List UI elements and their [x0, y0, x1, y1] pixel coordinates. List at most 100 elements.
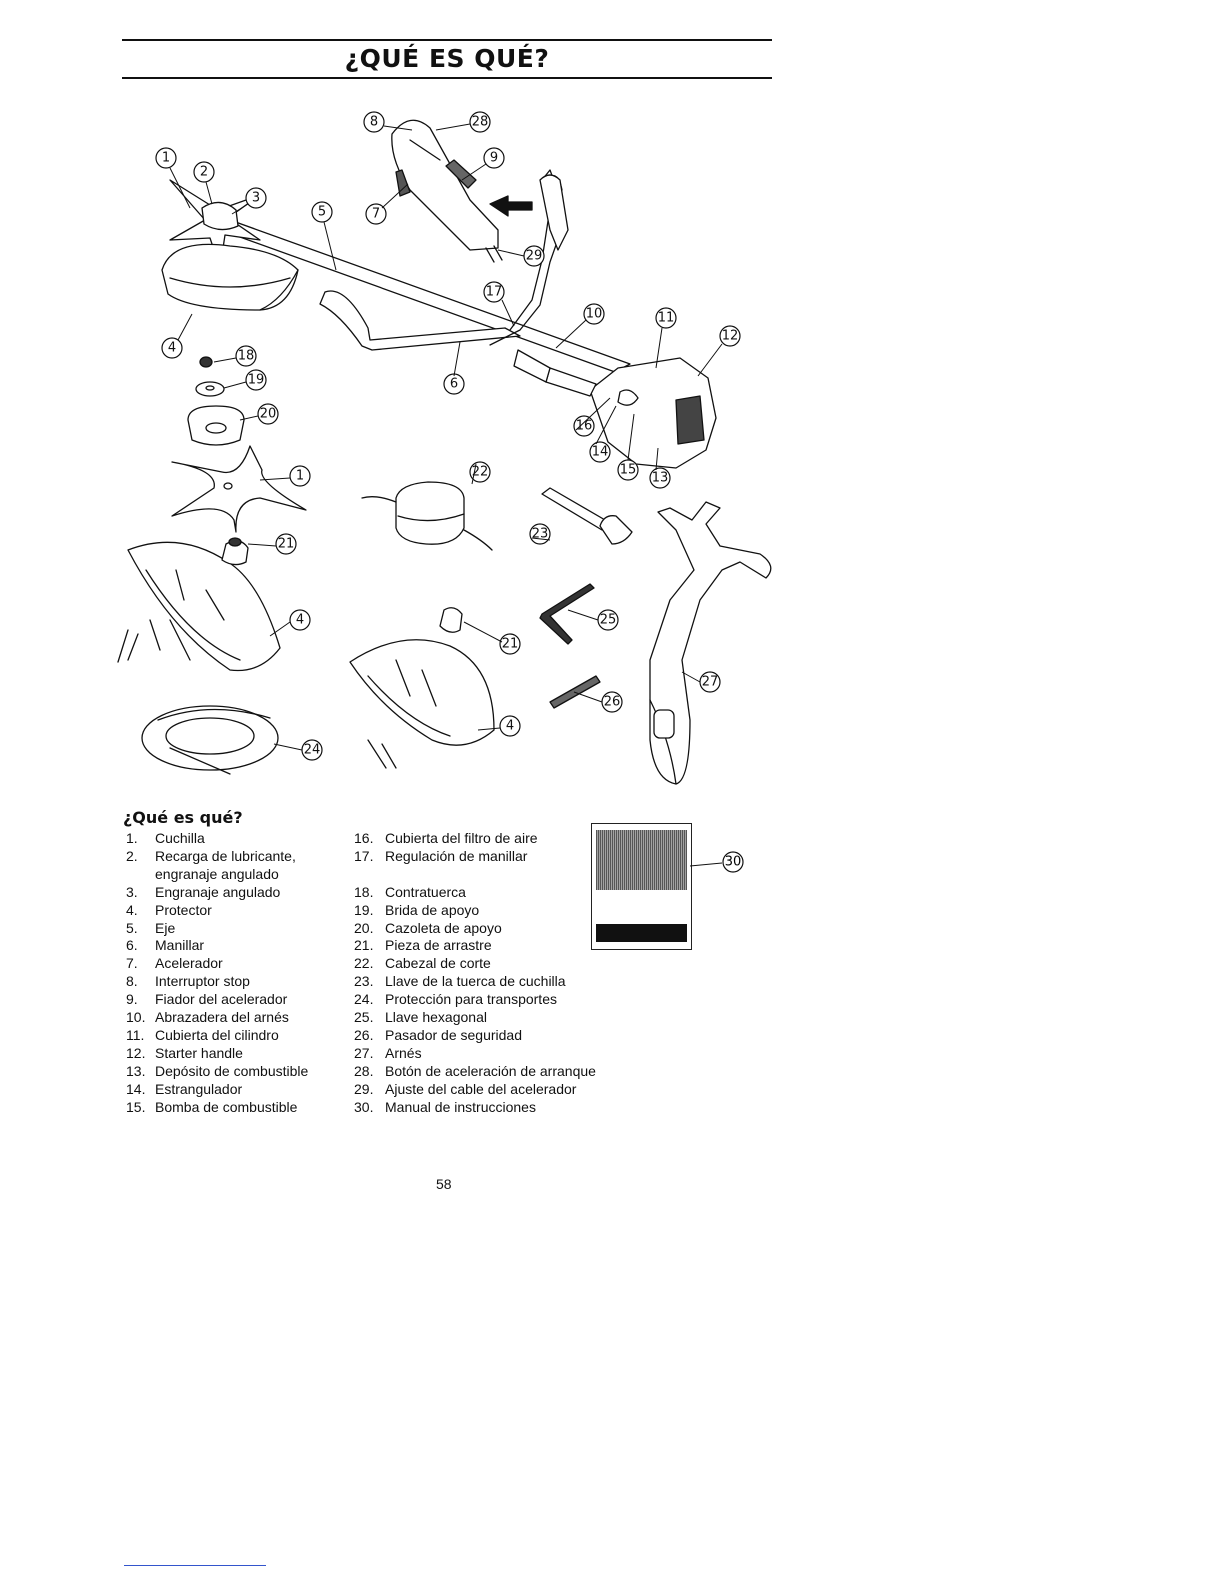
part-item: 15. Bomba de combustible — [126, 1099, 351, 1117]
part-number: 25. — [354, 1009, 374, 1026]
part-number: 18. — [354, 883, 374, 900]
part-item: 20.Cazoleta de apoyo — [354, 920, 654, 938]
part-item: 21. Pieza de arrastre — [354, 937, 654, 955]
callout-18: 18 — [238, 349, 255, 364]
part-number: 21. — [354, 937, 374, 954]
harness-drawing — [649, 501, 772, 785]
part-number: 15. — [126, 1098, 146, 1115]
callout-21: 21 — [278, 537, 295, 552]
part-label: Pieza de arrastre — [385, 937, 492, 954]
footer-link-line — [124, 1565, 266, 1566]
part-number: 7. — [126, 955, 138, 972]
callout-13: 13 — [652, 471, 669, 486]
part-label: Cubierta del cilindro — [155, 1026, 279, 1043]
part-item: 1.Cuchilla — [126, 830, 351, 848]
part-label: Cubierta del filtro de aire — [385, 830, 538, 846]
part-label: Estrangulador — [155, 1080, 243, 1097]
guard-large-drawing — [127, 541, 281, 672]
part-item: 14.Estrangulador — [126, 1081, 351, 1099]
part-number: 6. — [126, 937, 138, 954]
part-item: 16. Cubierta del filtro de aire — [354, 830, 654, 848]
part-number: 2. — [126, 847, 138, 864]
manual-cover-pattern — [596, 830, 687, 890]
part-number: 29. — [354, 1080, 374, 1097]
part-label: Contratuerca — [385, 883, 466, 900]
part-number: 4. — [126, 901, 138, 918]
part-label: Depósito de combustible — [155, 1062, 309, 1079]
parts-list-right: 16. Cubierta del filtro de aire 17.Regulac… — [354, 830, 654, 1116]
transport-guard-drawing — [141, 705, 279, 771]
part-label: Protector — [155, 901, 212, 918]
part-label: Bomba de combustible — [155, 1098, 298, 1115]
part-label: Acelerador — [155, 955, 223, 972]
part-item: 28.Botón de aceleración de arranque — [354, 1063, 654, 1081]
part-number: 16. — [354, 830, 374, 846]
manual-cover-bar — [596, 924, 687, 942]
part-label: Ajuste del cable del acelerador — [385, 1080, 577, 1097]
part-number: 27. — [354, 1044, 374, 1061]
callout-3: 3 — [252, 191, 260, 206]
part-item: 3.Engranaje angulado — [126, 884, 351, 902]
callout-22: 22 — [472, 465, 489, 480]
title-rule-bottom — [122, 77, 772, 79]
part-item: 29. Ajuste del cable del acelerador — [354, 1081, 654, 1099]
part-label: Eje — [155, 919, 176, 936]
callout-21b: 21 — [502, 637, 519, 652]
callout-4: 4 — [168, 341, 176, 356]
callout-2: 2 — [200, 165, 208, 180]
callout-4b: 4 — [296, 613, 304, 628]
part-label: Starter handle — [155, 1044, 243, 1061]
support-cup-drawing — [187, 405, 245, 446]
guard-drawing — [161, 243, 299, 311]
part-label: Recarga de lubricante, engranaje angulad… — [155, 847, 296, 882]
part-number: 11. — [126, 1026, 145, 1043]
callout-30-marker: 30 — [689, 851, 744, 873]
part-number: 3. — [126, 883, 138, 900]
part-label: Pasador de seguridad — [385, 1026, 522, 1043]
part-item: 13.Depósito de combustible — [126, 1063, 351, 1081]
part-item: 7. Acelerador — [126, 955, 351, 973]
parts-diagram: 1 2 3 5 8 28 9 7 29 17 10 11 12 4 6 18 1… — [117, 111, 772, 785]
part-item: 11. Cubierta del cilindro — [126, 1027, 351, 1045]
part-item: 26.Pasador de seguridad — [354, 1027, 654, 1045]
part-label: Protección para transportes — [385, 991, 557, 1008]
part-item: 6. Manillar — [126, 937, 351, 955]
handlebar-drawing — [319, 290, 521, 351]
hex-key-drawing — [539, 583, 595, 645]
callout-1: 1 — [162, 151, 170, 166]
callout-4c: 4 — [506, 719, 514, 734]
section-heading: ¿Qué es qué? — [123, 808, 243, 827]
callout-7: 7 — [372, 207, 380, 222]
part-label: Fiador del acelerador — [155, 991, 288, 1008]
callout-30: 30 — [725, 855, 742, 870]
title-rule-top — [122, 39, 772, 41]
part-item: 30.Manual de instrucciones — [354, 1099, 654, 1117]
trimmer-head-drawing — [395, 481, 465, 545]
callout-8: 8 — [370, 115, 378, 130]
part-number: 1. — [126, 830, 138, 846]
part-label: Llave hexagonal — [385, 1009, 487, 1026]
callout-24: 24 — [304, 743, 321, 758]
part-label: Cabezal de corte — [385, 955, 491, 972]
arrow-icon — [489, 195, 533, 217]
part-item: 12. Starter handle — [126, 1045, 351, 1063]
callout-5: 5 — [318, 205, 326, 220]
part-number: 19. — [354, 901, 374, 918]
callout-23: 23 — [532, 527, 549, 542]
part-label: Manillar — [155, 937, 205, 954]
part-number: 9. — [126, 991, 138, 1008]
part-number: 28. — [354, 1062, 374, 1079]
part-item: 2. Recarga de lubricante, engranaje angul… — [126, 848, 351, 884]
throttle-handle-drawing — [391, 119, 499, 251]
callout-17: 17 — [486, 285, 503, 300]
part-item: 17.Regulación de manillar — [354, 848, 654, 866]
part-number: 22. — [354, 955, 374, 972]
guard-large-lower-drawing — [349, 639, 495, 746]
part-item: 25. Llave hexagonal — [354, 1009, 654, 1027]
callout-11: 11 — [658, 311, 675, 326]
part-number: 12. — [126, 1044, 146, 1061]
part-item: 4. Protector — [126, 902, 351, 920]
callout-10: 10 — [586, 307, 603, 322]
callout-6: 6 — [450, 377, 458, 392]
